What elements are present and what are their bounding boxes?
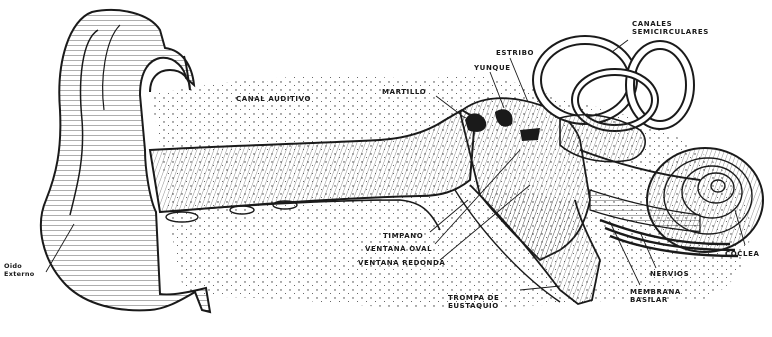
label-ventana-oval: VENTANA OVAL: [365, 245, 432, 253]
ossicle-stapes: [520, 128, 540, 141]
label-membrana-basilar: MEMBRANA BASILAR: [630, 288, 690, 304]
cochlea: [647, 148, 763, 252]
label-timpano: TIMPANO: [383, 232, 423, 240]
label-estribo: ESTRIBO: [496, 49, 534, 57]
label-nervios: NERVIOS: [650, 270, 689, 278]
label-oido-externo: Oido Externo: [4, 262, 42, 278]
label-coclea: COCLEA: [725, 250, 760, 258]
label-trompa-de-eustaquio: TROMPA DE EUSTAQUIO: [448, 294, 518, 310]
label-yunque: YUNQUE: [474, 64, 511, 72]
label-ventana-redonda: VENTANA REDONDA: [358, 259, 445, 267]
label-canales-semicirculares: CANALES SEMICIRCULARES: [632, 20, 742, 36]
label-martillo: MARTILLO: [382, 88, 426, 96]
label-canal-auditivo: CANAL AUDITIVO: [236, 95, 311, 103]
semicircular-canal-inner: [630, 45, 690, 125]
